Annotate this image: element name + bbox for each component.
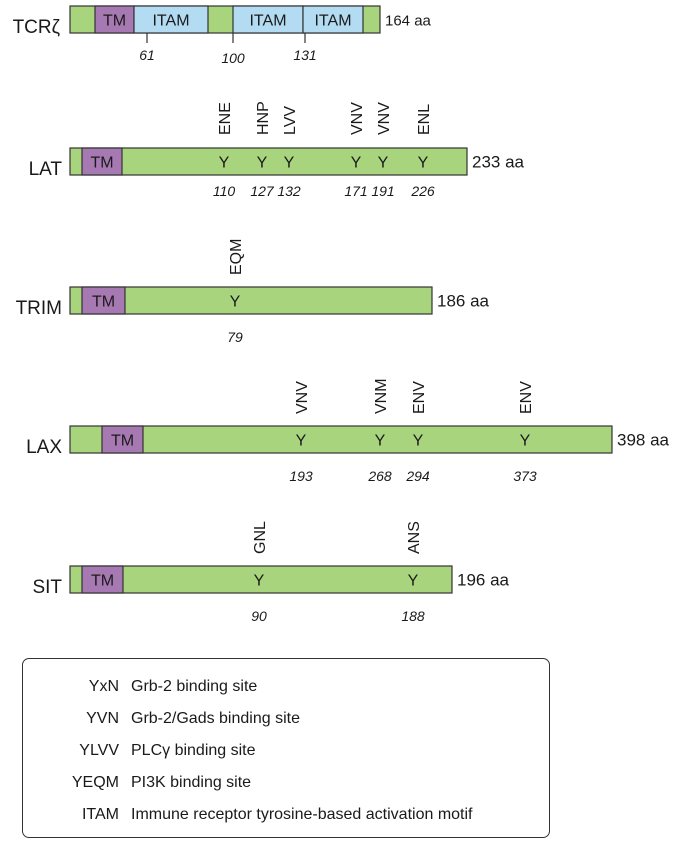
tyrosine-mark: Y <box>375 433 386 450</box>
legend-code: YEQM <box>71 774 119 791</box>
domain-label: TM <box>90 155 113 172</box>
itam-domain <box>133 5 209 34</box>
position-label: 226 <box>410 183 435 199</box>
domain-label: TM <box>91 573 114 590</box>
legend-item: ITAM Immune receptor tyrosine-based acti… <box>23 800 551 830</box>
position-label: 373 <box>513 468 537 484</box>
legend-description: Immune receptor tyrosine-based activatio… <box>131 806 473 823</box>
protein-length: 196 aa <box>457 571 510 590</box>
protein-name: LAT <box>29 159 63 180</box>
motif-label: GNL <box>252 521 269 554</box>
protein-length: 164 aa <box>385 13 432 30</box>
position-label: 127 <box>250 183 275 199</box>
position-label: 90 <box>251 608 267 624</box>
legend-description: PLCγ binding site <box>131 742 256 759</box>
motif-label: ENE <box>217 102 234 135</box>
protein-length: 398 aa <box>617 431 670 450</box>
motif-label: HNP <box>255 101 272 135</box>
tm-domain <box>81 147 123 176</box>
motif-label: ANS <box>406 521 423 554</box>
tm-domain <box>101 425 144 454</box>
motif-label: VNM <box>373 378 390 414</box>
protein-name: LAX <box>26 437 62 458</box>
position-label: 294 <box>405 468 430 484</box>
sit-backbone <box>69 565 453 594</box>
tyrosine-mark: Y <box>284 155 295 172</box>
position-label: 132 <box>277 183 301 199</box>
motif-label: ENV <box>518 381 535 414</box>
tyrosine-mark: Y <box>520 433 531 450</box>
domain-label: TM <box>92 294 115 311</box>
domain-label: TM <box>111 433 134 450</box>
position-label: 110 <box>213 183 236 199</box>
domain-label: ITAM <box>152 13 189 30</box>
position-label: 191 <box>371 183 394 199</box>
tm-domain <box>81 565 124 594</box>
legend-code: YVN <box>86 710 119 727</box>
motif-label: ENV <box>411 381 428 414</box>
motif-label: ENL <box>416 104 433 135</box>
legend-description: PI3K binding site <box>131 774 252 791</box>
tyrosine-mark: Y <box>408 573 419 590</box>
tyrosine-mark: Y <box>351 155 362 172</box>
position-label: 61 <box>139 47 155 63</box>
lat-backbone <box>69 147 468 176</box>
tyrosine-mark: Y <box>378 155 389 172</box>
protein-length: 233 aa <box>472 153 525 172</box>
protein-length: 186 aa <box>437 292 490 311</box>
legend-item: YEQM PI3K binding site <box>23 768 551 798</box>
legend-description: Grb-2 binding site <box>131 678 258 695</box>
legend-item: YLVV PLCγ binding site <box>23 736 551 766</box>
legend-code: YxN <box>88 678 119 695</box>
protein-name: TCRζ <box>13 17 61 38</box>
position-label: 268 <box>367 468 392 484</box>
tm-domain <box>81 286 126 315</box>
position-label: 171 <box>344 183 367 199</box>
domain-label: ITAM <box>249 13 286 30</box>
tyrosine-mark: Y <box>296 433 307 450</box>
lax-backbone <box>69 425 613 454</box>
legend-description: Grb-2/Gads binding site <box>131 710 300 727</box>
domain-label: ITAM <box>314 13 351 30</box>
legend-code: ITAM <box>81 806 119 823</box>
tyrosine-mark: Y <box>219 155 230 172</box>
legend-code: YLVV <box>79 742 119 759</box>
legend-item: YxN Grb-2 binding site <box>23 672 551 702</box>
legend-item: YVN Grb-2/Gads binding site <box>23 704 551 734</box>
position-label: 79 <box>227 329 243 345</box>
motif-label: VNV <box>294 381 311 414</box>
tyrosine-mark: Y <box>230 294 241 311</box>
tyrosine-mark: Y <box>254 573 265 590</box>
itam-domain <box>302 5 364 34</box>
domain-label: TM <box>103 13 126 30</box>
tm-domain <box>94 5 135 34</box>
position-label: 131 <box>293 47 316 63</box>
position-label: 100 <box>221 50 245 66</box>
motif-label: LVV <box>282 106 299 135</box>
protein-name: SIT <box>32 577 62 598</box>
trim-backbone <box>69 286 433 315</box>
tyrosine-mark: Y <box>257 155 268 172</box>
position-label: 188 <box>401 608 425 624</box>
motif-label: EQM <box>228 239 245 275</box>
protein-name: TRIM <box>16 298 62 319</box>
legend: YxN Grb-2 binding site YVN Grb-2/Gads bi… <box>22 658 550 838</box>
tyrosine-mark: Y <box>413 433 424 450</box>
tyrosine-mark: Y <box>418 155 429 172</box>
position-label: 193 <box>289 468 313 484</box>
motif-label: VNV <box>349 102 366 135</box>
motif-label: VNV <box>376 102 393 135</box>
